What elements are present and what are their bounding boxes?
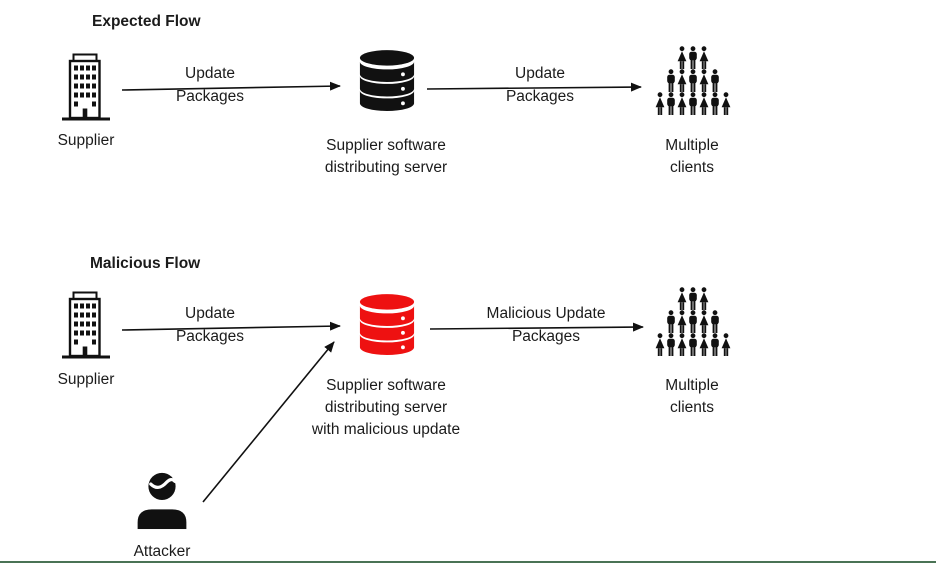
person-icon: [132, 470, 192, 530]
server-label: Supplier software distributing server: [325, 135, 447, 179]
clients-label-line: clients: [670, 399, 714, 416]
edge-label-malicious-update-packages: Malicious Update Packages: [487, 302, 606, 348]
clients-label-line: Multiple: [665, 137, 719, 154]
edge-label-update-packages: Update Packages: [176, 302, 244, 348]
edge-label-update-packages: Update Packages: [176, 62, 244, 108]
edge-label-line: Update: [185, 305, 235, 322]
edge-label-line: Packages: [175, 328, 245, 345]
edge-label-update-packages: Update Packages: [506, 62, 574, 108]
building-icon: [60, 290, 112, 360]
edge-label-line: Update: [185, 65, 235, 82]
malicious-flow-title: Malicious Flow: [90, 255, 201, 272]
clients-label-line: clients: [670, 159, 714, 176]
expected-flow-title: Expected Flow: [92, 13, 201, 30]
edge-label-line: Malicious Update: [486, 305, 606, 322]
server-label-line: Supplier software: [326, 377, 446, 394]
server-label-line: Supplier software: [326, 137, 446, 154]
database-icon-malicious: [358, 293, 416, 359]
server-label-line: distributing server: [324, 159, 448, 176]
supplier-label: Supplier: [57, 371, 115, 388]
edge-label-line: Update: [515, 65, 565, 82]
people-group-icon: [655, 287, 731, 356]
server-label-line: distributing server: [324, 399, 448, 416]
edge-label-line: Packages: [511, 328, 581, 345]
server-label-line: with malicious update: [311, 421, 461, 438]
attacker-label: Attacker: [133, 543, 191, 560]
bottom-rule: [0, 561, 936, 563]
clients-label: Multiple clients: [665, 135, 718, 179]
edge-label-line: Packages: [505, 88, 575, 105]
clients-label: Multiple clients: [665, 375, 718, 419]
supplier-label: Supplier: [57, 132, 115, 149]
server-label: Supplier software distributing server wi…: [312, 375, 460, 441]
clients-label-line: Multiple: [665, 377, 719, 394]
edge-label-line: Packages: [175, 88, 245, 105]
